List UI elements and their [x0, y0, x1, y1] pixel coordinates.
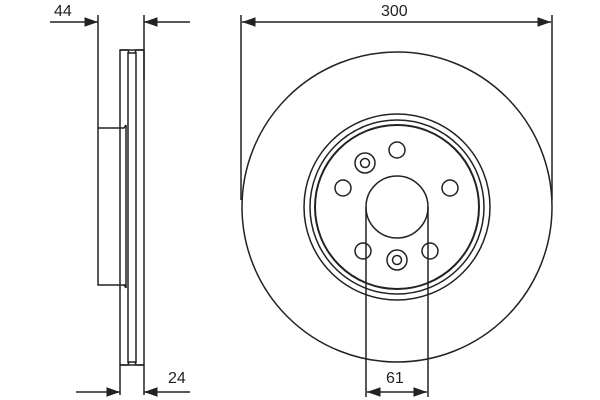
bolt-hole	[421, 242, 439, 260]
threaded-hole	[386, 249, 408, 271]
bolt-hole	[334, 179, 352, 197]
bolt-hole	[354, 242, 372, 260]
bolt-hole	[388, 141, 406, 159]
center-bore	[365, 175, 429, 239]
disc-outer-edge	[241, 51, 553, 363]
bolt-hole	[441, 179, 459, 197]
dim-label-24: 24	[168, 370, 186, 387]
front-face-view	[240, 15, 553, 397]
dim-label-300: 300	[381, 3, 408, 20]
side-profile-view	[97, 15, 145, 395]
dim-label-44: 44	[54, 3, 72, 20]
threaded-hole	[354, 152, 376, 174]
dim-label-61: 61	[386, 370, 404, 387]
